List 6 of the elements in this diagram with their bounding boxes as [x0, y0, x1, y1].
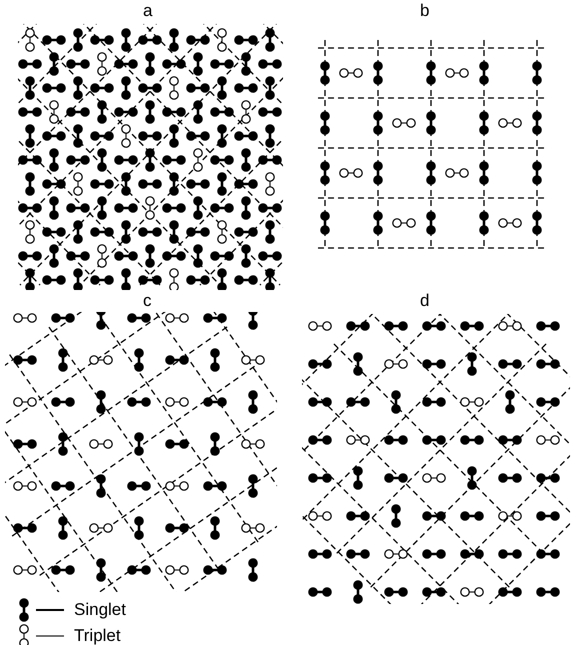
panel-label: c	[143, 292, 152, 310]
legend-label: Triplet	[74, 627, 121, 645]
panel-label: b	[420, 2, 430, 20]
panel-label: a	[143, 2, 152, 20]
legend-label: Singlet	[74, 601, 126, 619]
panel-label: d	[420, 292, 430, 310]
